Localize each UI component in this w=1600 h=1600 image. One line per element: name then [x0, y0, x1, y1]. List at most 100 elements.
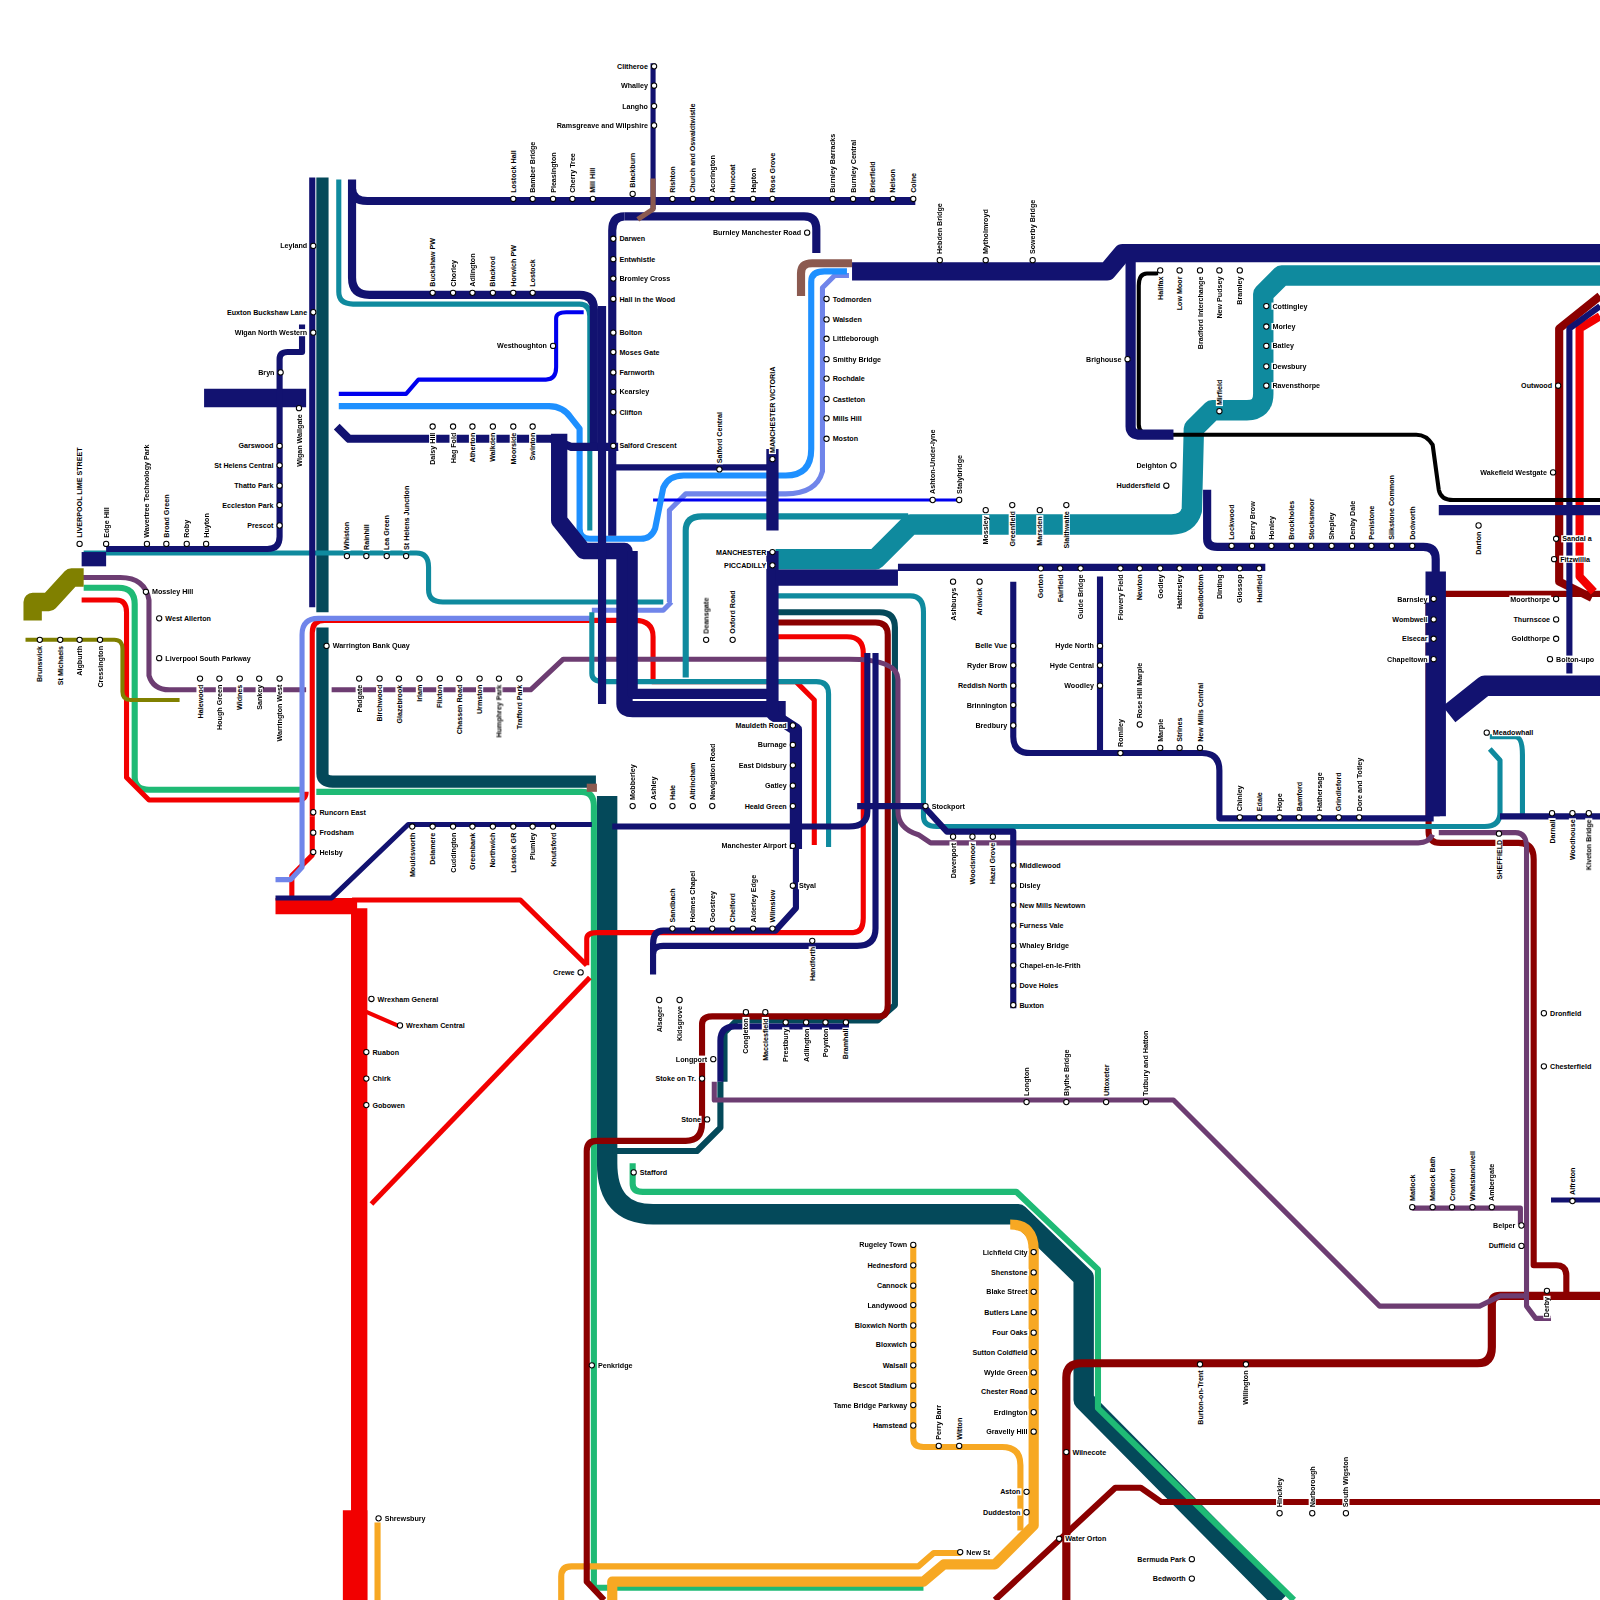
station-label: Hamstead	[872, 1422, 908, 1429]
station-dot	[490, 424, 495, 429]
station-dot	[496, 676, 501, 681]
station-label: Mytholmroyd	[982, 208, 989, 255]
station-label: Lichfield City	[982, 1248, 1029, 1255]
station-label: Belper	[1492, 1222, 1516, 1229]
station-label: Mill Hill	[589, 167, 596, 194]
station-dot	[651, 103, 656, 108]
station-dot	[157, 616, 162, 621]
rail-line	[587, 784, 597, 792]
station-label: Prescot	[246, 522, 274, 529]
station-dot	[1550, 470, 1555, 475]
station-label: Euxton Buckshaw Lane	[226, 309, 308, 316]
station-label: Mossley Hill	[151, 588, 194, 595]
station-dot	[1158, 566, 1163, 571]
station-dot	[1349, 543, 1354, 548]
station-label: Warrington Bank Quay	[332, 642, 411, 649]
station-dot	[197, 676, 202, 681]
station-dot	[710, 196, 715, 201]
station-label: Moses Gate	[618, 348, 660, 355]
station-dot	[1097, 663, 1102, 668]
station-label: Silkstone Common	[1388, 474, 1395, 541]
station-label: Manchester Airport	[720, 842, 787, 849]
station-label: Tutbury and Hatton	[1142, 1030, 1149, 1097]
station-dot	[1031, 1370, 1036, 1375]
station-dot	[1031, 1289, 1036, 1294]
station-label: Duddeston	[982, 1509, 1021, 1516]
station-dot	[1011, 983, 1016, 988]
station-dot	[1264, 364, 1269, 369]
station-label: Eccleston Park	[221, 502, 274, 509]
station-dot	[790, 742, 795, 747]
station-dot	[1217, 566, 1222, 571]
station-label: Sandbach	[669, 887, 676, 923]
rail-line	[624, 216, 816, 253]
station-label: Reddish North	[957, 682, 1008, 689]
station-label: Moorthorpe	[1509, 595, 1551, 602]
station-dot	[611, 443, 616, 448]
station-dot	[1277, 815, 1282, 820]
station-label: Smithy Bridge	[832, 356, 882, 363]
station-label: Wakefield Westgate	[1479, 469, 1548, 476]
station-label: Barnsley	[1396, 595, 1428, 602]
station-label: Marsden	[1036, 515, 1043, 546]
station-dot	[1177, 268, 1182, 273]
rail-line	[612, 1224, 1033, 1600]
station-dot	[1011, 883, 1016, 888]
station-dot	[750, 926, 755, 931]
rail-line	[1490, 737, 1523, 817]
station-label: Castleton	[832, 395, 867, 402]
station-label: Navigation Road	[709, 743, 716, 801]
station-label: Darnall	[1548, 818, 1555, 844]
station-label: Burnley Barracks	[829, 133, 836, 194]
station-dot	[783, 1020, 788, 1025]
station-dot	[1031, 1389, 1036, 1394]
station-label: Disley	[1018, 882, 1041, 889]
rail-line	[33, 578, 84, 621]
station-label: Daisy Hill	[429, 432, 436, 466]
rail-line	[312, 620, 814, 844]
station-label: Hednesford	[866, 1262, 908, 1269]
station-label: Dore and Totley	[1356, 757, 1363, 813]
station-dot	[589, 1363, 594, 1368]
station-dot	[677, 997, 682, 1002]
station-label: Ruabon	[371, 1048, 400, 1055]
station-label: Rochdale	[832, 375, 866, 382]
station-label: Chester Road	[980, 1388, 1028, 1395]
station-dot	[311, 330, 316, 335]
station-label: Deansgate	[703, 597, 710, 635]
rail-line	[653, 849, 796, 975]
station-label: Halewood	[196, 684, 203, 720]
station-dot	[1064, 1099, 1069, 1104]
station-label: Blackburn	[629, 152, 636, 189]
station-label: Hapton	[749, 167, 756, 194]
station-label: Alderley Edge	[749, 874, 756, 924]
station-label: West Allerton	[164, 615, 212, 622]
rail-line	[1097, 577, 1103, 754]
station-label: Wigan North Western	[234, 329, 308, 336]
station-label: Moorside	[510, 432, 517, 466]
rail-line	[1439, 505, 1600, 515]
station-label: Trafford Park	[516, 684, 523, 731]
station-dot	[990, 834, 995, 839]
station-dot	[530, 290, 535, 295]
station-dot	[277, 483, 282, 488]
station-dot	[651, 64, 656, 69]
station-dot	[730, 196, 735, 201]
station-dot	[377, 676, 382, 681]
rail-line	[337, 427, 619, 447]
station-label: Stockport	[931, 803, 966, 810]
station-dot	[1158, 268, 1163, 273]
station-label: Ardwick	[976, 587, 983, 617]
station-label: Oxford Road	[729, 589, 736, 634]
station-dot	[364, 1076, 369, 1081]
station-dot	[1489, 1204, 1494, 1209]
station-label: Bamber Bridge	[529, 141, 536, 194]
rail-line	[1139, 273, 1600, 500]
station-dot	[911, 1263, 916, 1268]
station-label: Stalybridge	[956, 454, 963, 495]
station-dot	[1410, 1204, 1415, 1209]
station-dot	[950, 579, 955, 584]
station-dot	[77, 541, 82, 546]
station-label: Todmorden	[832, 295, 873, 302]
station-label: Penistone	[1368, 505, 1375, 541]
